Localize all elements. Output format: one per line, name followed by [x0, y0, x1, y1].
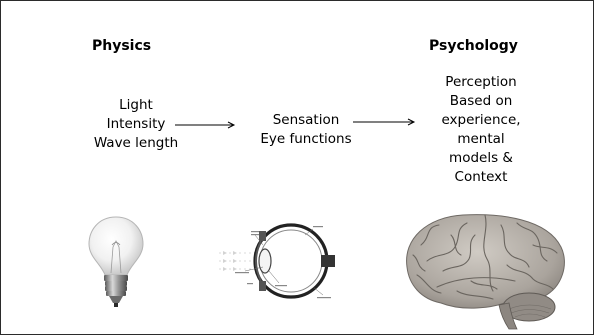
physics-line-light: Light — [119, 97, 153, 113]
psychology-heading: Psychology — [429, 38, 518, 54]
sensation-text-block: Sensation Eye functions — [251, 111, 361, 149]
light-bulb-icon — [88, 216, 144, 307]
psychology-line-models: models & — [449, 150, 513, 166]
eye-diagram-icon — [219, 223, 335, 299]
sensation-line-eye-functions: Eye functions — [260, 131, 352, 147]
sensation-line-title: Sensation — [272, 112, 340, 128]
arrow-physics-to-sensation — [175, 121, 236, 129]
arrow-sensation-to-psychology — [353, 118, 416, 126]
physics-heading: Physics — [92, 38, 152, 54]
psychology-line-perception: Perception — [445, 74, 517, 90]
psychology-line-based-on: Based on — [449, 93, 513, 109]
psychology-line-mental: mental — [457, 131, 505, 147]
psychology-line-experience: experience, — [441, 112, 521, 128]
psychology-text-block: Perception Based on experience, mental m… — [416, 73, 546, 187]
psychology-line-context: Context — [454, 169, 508, 185]
brain-icon — [406, 214, 565, 330]
physics-line-wavelength: Wave length — [93, 135, 179, 151]
physics-text-block: Light Intensity Wave length — [81, 96, 191, 153]
physics-line-intensity: Intensity — [106, 116, 166, 132]
